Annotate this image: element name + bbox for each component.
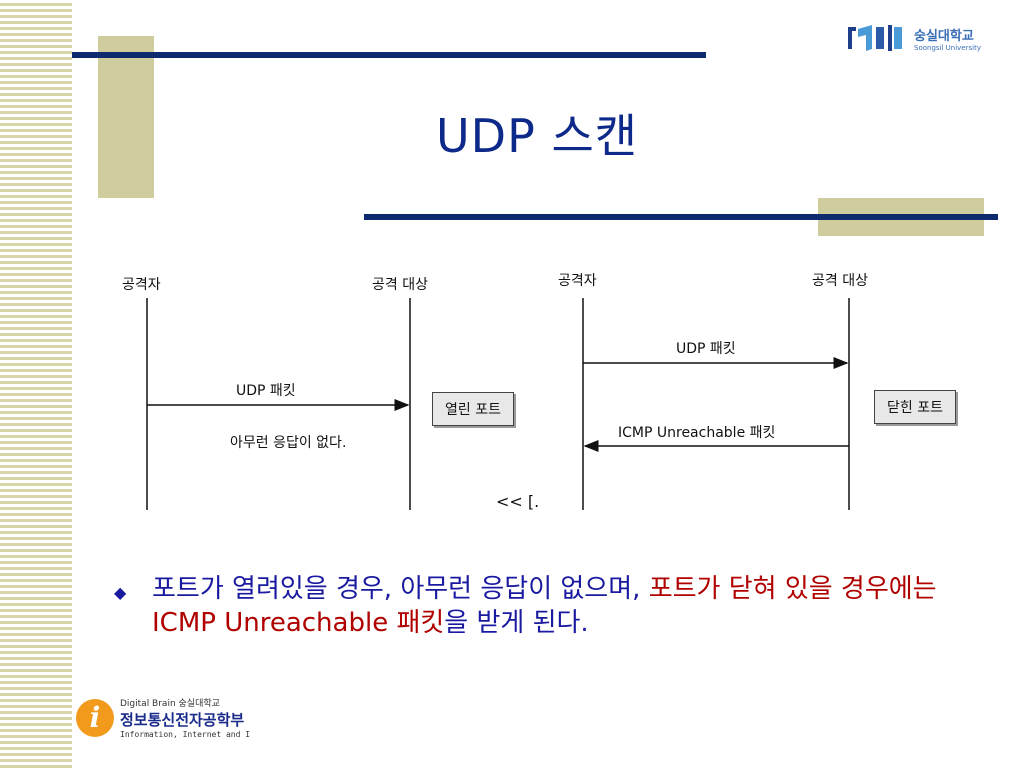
right-attacker-label: 공격자 bbox=[558, 273, 597, 289]
closed-port-box: 닫힌 포트 bbox=[874, 390, 956, 424]
sequence-diagram-lines bbox=[146, 298, 850, 510]
slide-title: UDP 스캔 bbox=[436, 109, 639, 163]
left-target-label: 공격 대상 bbox=[372, 277, 428, 293]
left-no-response-label: 아무런 응답이 없다. bbox=[230, 435, 347, 451]
bullet-paragraph: ◆ 포트가 열려있을 경우, 아무런 응답이 없으며, 포트가 닫혀 있을 경우… bbox=[114, 572, 974, 640]
department-logo-line1: Digital Brain 숭실대학교 bbox=[120, 699, 220, 709]
bullet-text-open: 포트가 열려있을 경우, 아무런 응답이 없으며, bbox=[152, 574, 649, 604]
information-i-icon: i bbox=[76, 698, 114, 737]
bullet-text-closed: 포트가 닫혀 있을 경우에는 ICMP Unreachable 패킷 bbox=[152, 574, 937, 638]
bullet-text-end: 을 받게 된다. bbox=[444, 608, 589, 638]
university-logo: 숭실대학교 Soongsil University bbox=[846, 20, 981, 56]
title-rule-top bbox=[72, 52, 706, 58]
department-logo: i Digital Brain 숭실대학교 정보통신전자공학부 Informat… bbox=[76, 696, 250, 739]
right-packet-label: UDP 패킷 bbox=[676, 341, 736, 357]
department-slogan: Information, Internet and I bbox=[120, 730, 251, 739]
left-attacker-label: 공격자 bbox=[122, 277, 161, 293]
left-stripe-decoration bbox=[0, 0, 72, 768]
udp-scan-diagram: 공격자 공격 대상 UDP 패킷 아무런 응답이 없다. 열린 포트 공격자 공… bbox=[110, 258, 990, 518]
diamond-bullet-icon: ◆ bbox=[114, 583, 127, 602]
university-emblem-icon bbox=[848, 25, 902, 51]
open-port-box: 열린 포트 bbox=[432, 392, 514, 426]
university-name-korean: 숭실대학교 bbox=[914, 28, 974, 44]
title-rule-bottom bbox=[364, 214, 998, 220]
diagram-caption: << [. bbox=[496, 492, 540, 511]
accent-block-left bbox=[98, 36, 154, 198]
university-name-english: Soongsil University bbox=[914, 43, 981, 52]
department-name: 정보통신전자공학부 bbox=[120, 711, 245, 729]
left-packet-label: UDP 패킷 bbox=[236, 383, 296, 399]
right-reply-label: ICMP Unreachable 패킷 bbox=[618, 425, 776, 441]
right-target-label: 공격 대상 bbox=[812, 273, 868, 289]
